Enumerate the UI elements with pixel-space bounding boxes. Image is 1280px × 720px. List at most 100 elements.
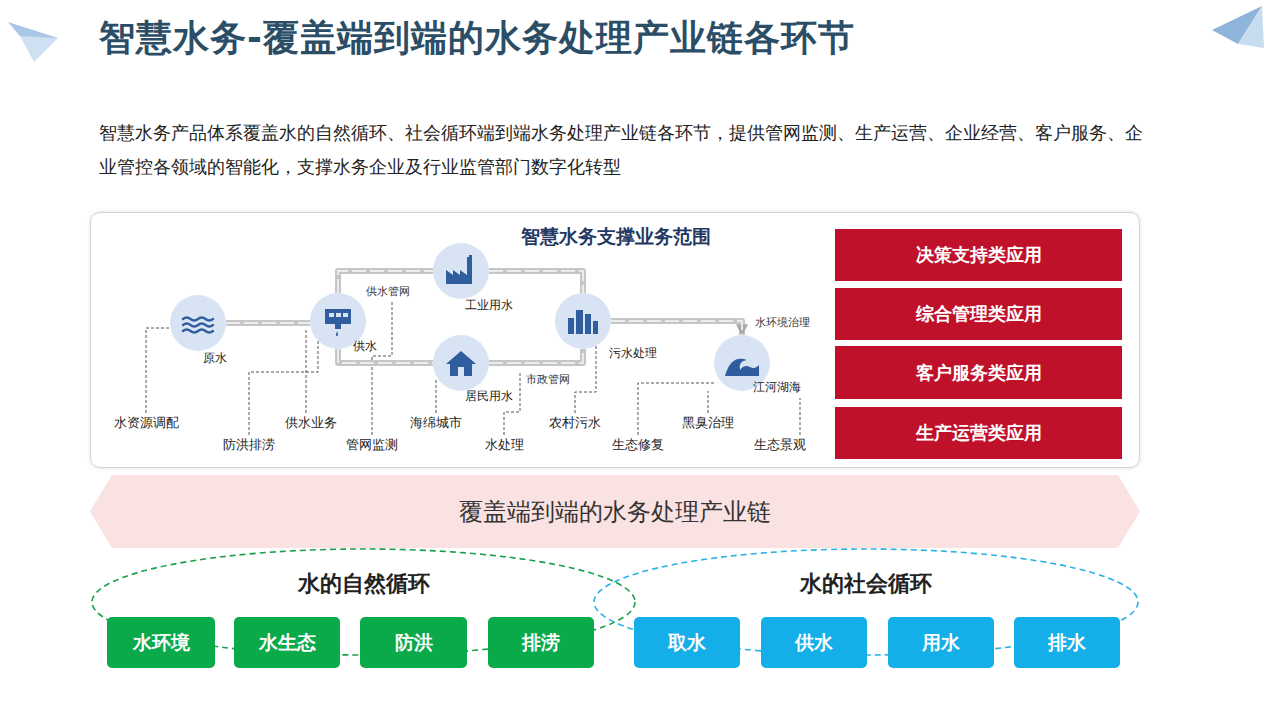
leader-line	[372, 302, 392, 435]
leader-line	[436, 379, 437, 413]
cycle-step-box: 取水	[634, 617, 740, 668]
business-label: 防洪排涝	[223, 436, 275, 454]
band-arrow	[90, 475, 1140, 548]
icon-glyph	[325, 309, 351, 336]
pipe-label: 供水管网	[364, 284, 412, 299]
business-label: 黑臭治理	[682, 414, 734, 432]
cycle-title: 水的自然循环	[298, 569, 430, 599]
application-box: 客户服务类应用	[835, 346, 1122, 399]
deco-triangle	[20, 36, 58, 62]
facility-circle: 江河湖海	[714, 335, 770, 391]
facility-circle: 工业用水	[433, 243, 489, 299]
business-label: 管网监测	[346, 436, 398, 454]
facility-label: 污水处理	[609, 345, 657, 362]
box-label: 排水	[1048, 630, 1086, 656]
box-label: 综合管理类应用	[916, 302, 1042, 326]
box-label: 覆盖端到端的水务处理产业链	[459, 496, 771, 528]
box-label: 水环境	[133, 630, 190, 656]
facility-label: 供水	[353, 338, 377, 355]
cycle-step-box: 用水	[888, 617, 994, 668]
cycle-title: 水的社会循环	[800, 569, 932, 599]
box-label: 决策支持类应用	[916, 243, 1042, 267]
box-label: 水生态	[259, 630, 316, 656]
pipe-highlight	[489, 349, 583, 363]
pipe-body	[338, 271, 433, 293]
leader-line	[249, 340, 318, 435]
application-box: 决策支持类应用	[835, 229, 1122, 281]
facility-label: 原水	[203, 350, 227, 367]
business-label: 生态修复	[612, 436, 664, 454]
facility-icon	[433, 335, 489, 391]
business-label: 水资源调配	[114, 414, 179, 432]
business-label: 农村污水	[549, 414, 601, 432]
pipe-highlight	[611, 321, 742, 335]
pipe-connector	[611, 321, 742, 335]
box-label: 排涝	[522, 630, 560, 656]
facility-label: 居民用水	[465, 388, 513, 405]
business-label: 水处理	[485, 436, 524, 454]
box-label: 供水	[795, 630, 833, 656]
cycle-step-box: 排涝	[488, 617, 594, 668]
pipe-body	[489, 349, 583, 363]
cycle-step-box: 水生态	[234, 617, 340, 668]
cycle-step-box: 水环境	[107, 617, 215, 668]
facility-circle: 居民用水	[433, 335, 489, 391]
pipe-connector	[338, 349, 433, 363]
leader-line	[708, 391, 709, 413]
pipe-highlight	[226, 322, 310, 324]
leader-line	[306, 330, 307, 413]
intro-paragraph: 智慧水务产品体系覆盖水的自然循环、社会循环端到端水务处理产业链各环节，提供管网监…	[99, 116, 1149, 184]
leader-line	[504, 372, 520, 435]
facility-icon	[170, 295, 226, 351]
cycle-ellipse: 水的自然循环水环境 水生态 防洪 排涝	[90, 548, 637, 672]
pipe-label: 市政管网	[524, 372, 572, 387]
pipe-label: 水环境治理	[753, 315, 812, 330]
facility-label: 工业用水	[465, 297, 513, 314]
cycle-ellipse: 水的社会循环取水 供水 用水 排水	[592, 548, 1140, 672]
box-label: 用水	[922, 630, 960, 656]
pipe-body	[611, 321, 742, 335]
application-box: 生产运营类应用	[835, 407, 1122, 459]
box-label: 取水	[668, 630, 706, 656]
business-label: 海绵城市	[410, 414, 462, 432]
cycle-step-box: 供水	[761, 617, 867, 668]
box-label: 防洪	[395, 630, 433, 656]
page-title: 智慧水务-覆盖端到端的水务处理产业链各环节	[99, 14, 855, 63]
facility-circle: 原水	[170, 295, 226, 351]
pipe-body	[226, 320, 310, 326]
deco-triangle	[1238, 6, 1264, 48]
icon-glyph	[446, 255, 472, 284]
leader-line	[146, 328, 169, 413]
business-label: 生态景观	[754, 436, 806, 454]
pipe-connector	[489, 271, 583, 293]
leader-line	[800, 398, 801, 435]
icon-glyph	[183, 318, 213, 333]
pipe-connector	[338, 271, 433, 293]
scope-panel: 智慧水务支撑业务范围原水供水工业用水居民用水污水处理江河湖海决策支持类应用综合管…	[90, 212, 1140, 468]
pipe-highlight	[338, 271, 433, 293]
corner-triangles	[8, 6, 1264, 62]
pipe-highlight	[338, 349, 433, 363]
leader-lines	[146, 302, 800, 435]
pipe-body	[338, 349, 433, 363]
facility-icon	[555, 293, 611, 349]
leader-line	[638, 383, 716, 435]
business-label: 供水业务	[285, 414, 337, 432]
application-box: 综合管理类应用	[835, 288, 1122, 340]
panel-heading: 智慧水务支撑业务范围	[521, 224, 711, 250]
pipe-connector	[489, 349, 583, 363]
pipe-connector	[226, 323, 310, 324]
cycle-step-box: 排水	[1014, 617, 1120, 668]
facility-circle: 污水处理	[555, 293, 611, 349]
icon-glyph	[568, 310, 598, 334]
box-label: 生产运营类应用	[916, 421, 1042, 445]
icon-glyph	[725, 359, 759, 376]
facility-icon	[433, 243, 489, 299]
facility-circle: 供水	[310, 293, 366, 349]
pipe-highlight	[489, 271, 583, 293]
icon-glyph	[446, 351, 476, 376]
box-label: 客户服务类应用	[916, 361, 1042, 385]
arrow-band: 覆盖端到端的水务处理产业链	[90, 475, 1140, 548]
cycle-step-box: 防洪	[360, 617, 467, 668]
